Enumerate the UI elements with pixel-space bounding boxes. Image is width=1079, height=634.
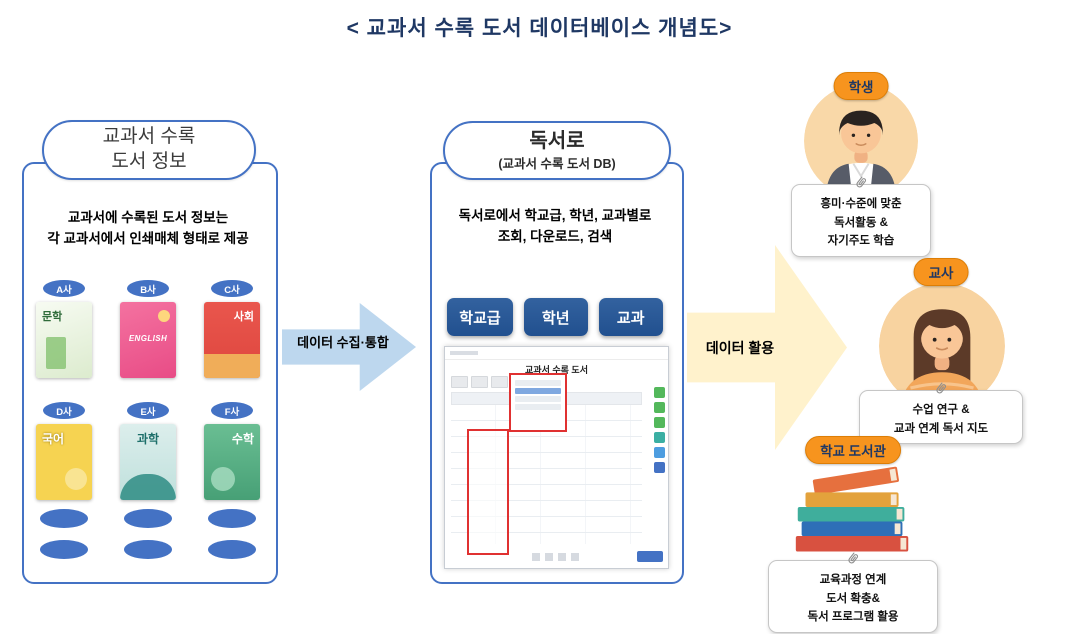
filter-buttons: 학교급 학년 교과: [430, 298, 680, 336]
publisher-oval: [208, 509, 256, 528]
filter-button-school-level[interactable]: 학교급: [447, 298, 513, 336]
toolbar-chip: [451, 376, 468, 388]
table-action-buttons: [654, 387, 665, 473]
data-collect-arrow-label: 데이터 수집·통합: [297, 335, 389, 350]
dokseoro-description: 독서로에서 학교급, 학년, 교과별로 조회, 다운로드, 검색: [458, 208, 652, 244]
screenshot-topbar: [445, 347, 668, 360]
textbook-info-header: 교과서 수록 도서 정보: [42, 120, 256, 180]
school-library-badge: 학교 도서관: [805, 436, 901, 464]
book-cover: 국어: [36, 424, 92, 500]
book-stack-illustration: [790, 450, 916, 560]
dropdown-option-selected: [515, 388, 561, 394]
table-pagination: [531, 553, 582, 561]
book-item: F사 수학: [190, 402, 274, 500]
book-cover-title: 수학: [231, 432, 254, 446]
table-action-button[interactable]: [654, 387, 665, 398]
dropdown-option: [515, 396, 561, 402]
teacher-note: 수업 연구 & 교과 연계 독서 지도: [859, 382, 1023, 445]
extra-publisher-cell: [190, 540, 274, 559]
dropdown-option: [515, 404, 561, 410]
dropdown-option: [515, 380, 561, 386]
book-item: D사 국어: [22, 402, 106, 500]
student-avatar: [804, 84, 918, 198]
publisher-label: D사: [43, 402, 85, 419]
paperclip-icon: [930, 378, 951, 399]
table-action-button[interactable]: [654, 402, 665, 413]
publisher-oval: [208, 540, 256, 559]
publisher-oval: [124, 540, 172, 559]
filter-button-grade[interactable]: 학년: [523, 298, 588, 336]
book-covers-grid: A사 문학 B사 ENGLISH C사 사회 D사 국어 E사 과학 F사 수학: [22, 280, 274, 524]
dokseoro-screenshot: 교과서 수록 도서: [444, 346, 669, 569]
student-note: 흥미·수준에 맞춘 독서활동 & 자기주도 학습: [791, 176, 931, 258]
toolbar-chip: [471, 376, 488, 388]
table-action-button[interactable]: [654, 432, 665, 443]
school-library-note: 교육과정 연계 도서 확충& 독서 프로그램 활용: [768, 552, 938, 634]
paperclip-icon: [850, 172, 871, 193]
screenshot-title: 교과서 수록 도서: [525, 365, 588, 375]
book-cover-title: 과학: [136, 432, 160, 446]
extra-publisher-cell: [22, 509, 106, 528]
book-cover: 과학: [120, 424, 176, 500]
publisher-label: A사: [43, 280, 85, 297]
book-cover: 문학: [36, 302, 92, 378]
book-item: E사 과학: [106, 402, 190, 500]
table-action-button[interactable]: [654, 447, 665, 458]
publisher-label: F사: [211, 402, 253, 419]
extra-publisher-cell: [190, 509, 274, 528]
table-action-button[interactable]: [654, 417, 665, 428]
teacher-note-text: 수업 연구 & 교과 연계 독서 지도: [893, 404, 989, 435]
school-library-note-text: 교육과정 연계 도서 확충& 독서 프로그램 활용: [807, 574, 899, 624]
diagram-title: < 교과서 수록 도서 데이터베이스 개념도>: [346, 17, 733, 40]
teacher-badge: 교사: [913, 258, 969, 286]
book-cover: 사회: [204, 302, 260, 378]
screenshot-toolbar: [451, 376, 508, 388]
highlight-box-column: [467, 429, 509, 555]
student-note-text: 흥미·수준에 맞춘 독서활동 & 자기주도 학습: [820, 198, 902, 248]
highlight-box-dropdown: [509, 373, 567, 432]
paperclip-icon: [842, 548, 863, 569]
student-badge: 학생: [833, 72, 889, 100]
dokseoro-header: 독서로 (교과서 수록 도서 DB): [443, 121, 671, 180]
publisher-oval: [40, 540, 88, 559]
table-action-button[interactable]: [654, 462, 665, 473]
publisher-oval: [124, 509, 172, 528]
toolbar-chip: [491, 376, 508, 388]
textbook-info-description: 교과서에 수록된 도서 정보는 각 교과서에서 인쇄매체 형태로 제공: [47, 210, 249, 246]
extra-publisher-ovals: [22, 509, 274, 571]
book-cover: 수학: [204, 424, 260, 500]
filter-button-subject[interactable]: 교과: [598, 298, 663, 336]
book-cover-title: ENGLISH: [128, 334, 168, 343]
book-cover: ENGLISH: [120, 302, 176, 378]
publisher-label: C사: [211, 280, 253, 297]
publisher-label: B사: [127, 280, 169, 297]
dokseoro-title: 독서로: [529, 129, 585, 152]
publisher-oval: [40, 509, 88, 528]
table-bottom-button[interactable]: [637, 551, 663, 562]
extra-publisher-cell: [22, 540, 106, 559]
book-item: A사 문학: [22, 280, 106, 378]
book-item: B사 ENGLISH: [106, 280, 190, 378]
data-use-arrow-label: 데이터 활용: [705, 340, 775, 356]
dokseoro-subtitle: (교과서 수록 도서 DB): [498, 156, 616, 171]
book-cover-title: 국어: [42, 432, 65, 446]
book-cover-title: 사회: [233, 311, 254, 323]
extra-publisher-cell: [106, 509, 190, 528]
student-illustration: [804, 84, 918, 198]
publisher-label: E사: [127, 402, 169, 419]
extra-publisher-cell: [106, 540, 190, 559]
book-item: C사 사회: [190, 280, 274, 378]
book-cover-title: 문학: [42, 311, 63, 323]
